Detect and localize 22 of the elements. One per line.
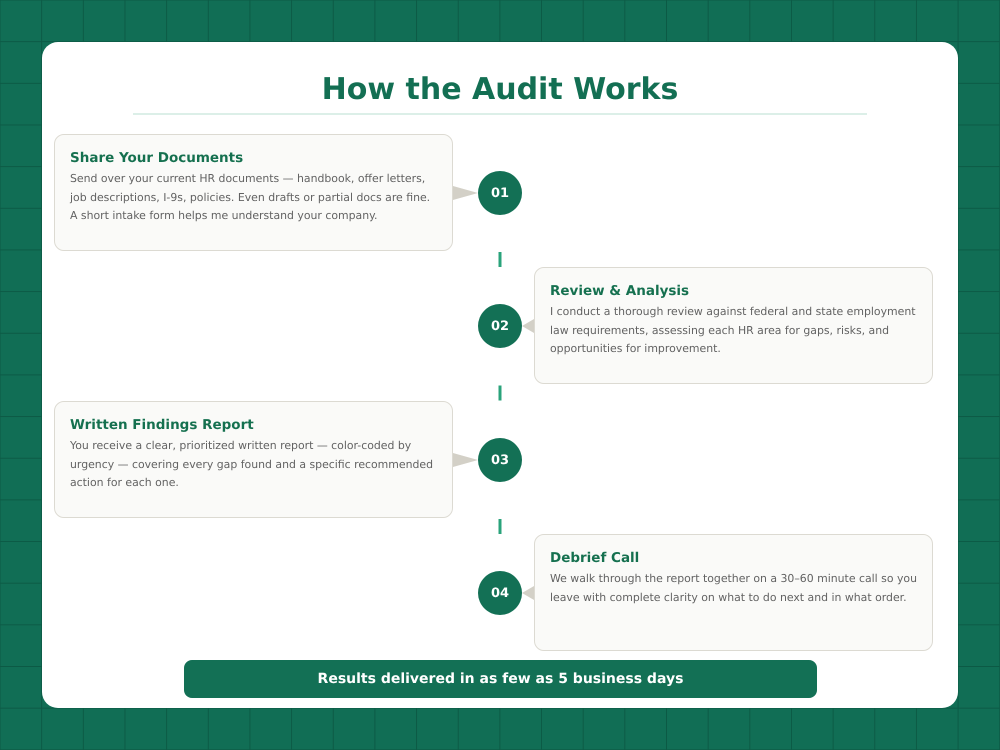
step-description: I conduct a thorough review against federal and state employment law requirements, assessing each HR area for gaps, risks, and opportunities for improvement. (550, 304, 917, 357)
step-card (534, 534, 933, 651)
step-description: Send over your current HR documents — handbook, offer letters, job descriptions, I-9s, policies. Even drafts or partial docs are fine. A short intake form helps me understand your company. (70, 171, 432, 224)
step-description: You receive a clear, prioritized written report — color-coded by urgency — covering every gap found and a specific recommended action for each one. (70, 438, 434, 491)
step-number: 03 (478, 438, 522, 482)
card-pointer (453, 186, 478, 200)
step-card (54, 401, 453, 518)
step-heading: Review & Analysis (550, 282, 690, 300)
card-pointer (453, 453, 478, 467)
step-number: 02 (478, 304, 522, 348)
card-pointer (522, 319, 534, 333)
step-heading: Debrief Call (550, 549, 640, 567)
step-description: We walk through the report together on a 30–60 minute call so you leave with complete clarity on what to do next and in what order. (550, 571, 918, 606)
step-number: 01 (478, 171, 522, 215)
diagram-title: How the Audit Works (322, 71, 678, 109)
footer-banner: Results delivered in as few as 5 business days (184, 660, 817, 698)
card-pointer (522, 586, 534, 600)
step-heading: Share Your Documents (70, 149, 244, 167)
step-card (534, 267, 933, 384)
step-card (54, 134, 453, 251)
step-number: 04 (478, 571, 522, 615)
step-heading: Written Findings Report (70, 416, 254, 434)
